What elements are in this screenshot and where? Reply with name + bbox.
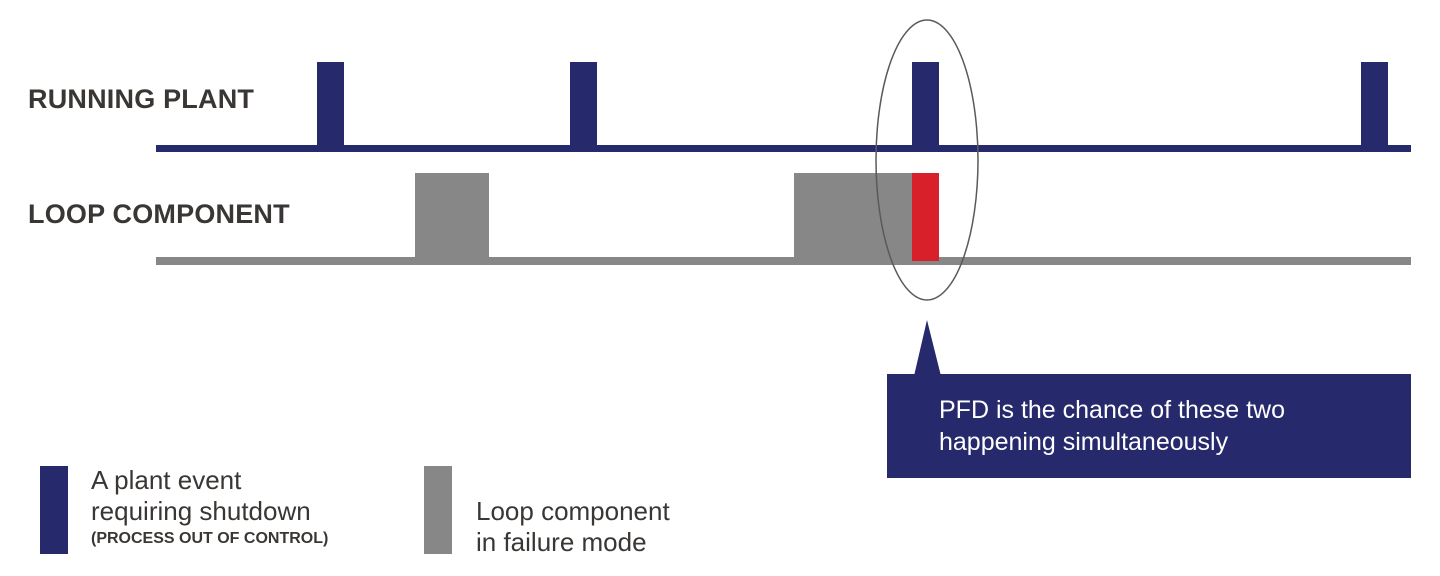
legend-event: A plant event requiring shutdown (PROCES…: [91, 465, 328, 551]
legend-failure-swatch: [424, 466, 452, 554]
plant-event-pulse: [570, 62, 597, 148]
legend-event-swatch: [40, 466, 68, 554]
failure-mode-block: [794, 173, 912, 261]
callout-line-2: happening simultaneously: [939, 428, 1229, 456]
plant-event-pulse: [912, 62, 939, 148]
legend-failure: Loop component in failure mode: [476, 496, 670, 558]
legend-event-line-3: (PROCESS OUT OF CONTROL): [91, 530, 329, 547]
loop-component-timeline: [156, 257, 1411, 265]
running-plant-label: RUNNING PLANT: [28, 84, 255, 114]
failure-mode-block: [415, 173, 489, 261]
highlight-ellipse: [875, 19, 979, 301]
callout-line-1: PFD is the chance of these two: [939, 396, 1286, 424]
pfd-callout: PFD is the chance of these two happening…: [887, 374, 1411, 478]
legend-event-line-1: A plant event: [91, 465, 242, 495]
legend-failure-line-1: Loop component: [476, 496, 670, 526]
running-plant-timeline: [156, 145, 1411, 152]
coincidence-block: [912, 173, 939, 261]
plant-event-pulse: [317, 62, 344, 148]
legend-event-line-2: requiring shutdown: [91, 496, 311, 526]
callout-pointer: [914, 320, 941, 376]
plant-event-pulse: [1361, 62, 1388, 148]
loop-component-label: LOOP COMPONENT: [28, 199, 290, 229]
legend-failure-line-2: in failure mode: [476, 527, 647, 557]
